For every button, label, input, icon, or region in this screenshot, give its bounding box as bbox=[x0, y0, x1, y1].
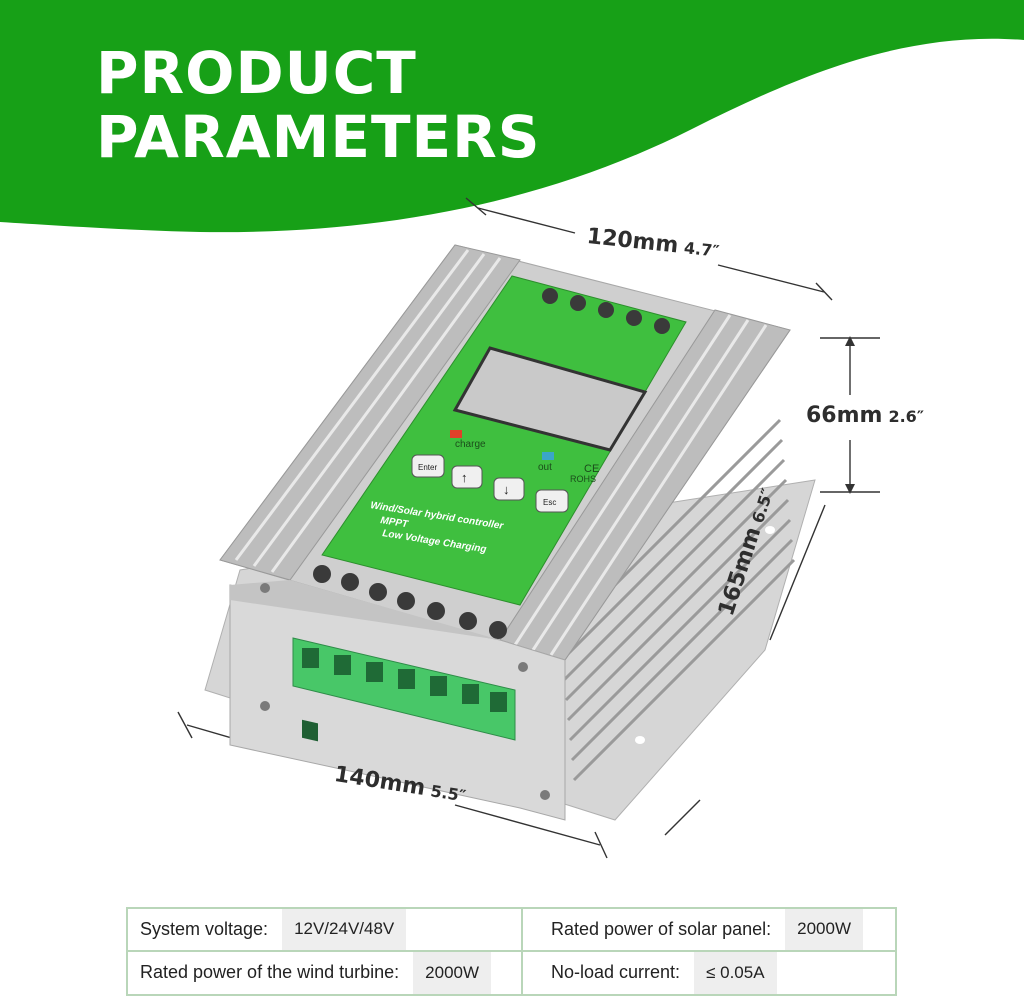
page-title-line-1: PRODUCT bbox=[96, 39, 417, 107]
up-button[interactable]: ↑ bbox=[451, 465, 483, 489]
enter-button[interactable]: Enter bbox=[411, 454, 445, 478]
spec-value: ≤ 0.05A bbox=[694, 951, 777, 994]
dimension-height-label: 66mm 2.6″ bbox=[806, 405, 924, 427]
label-rohs: ROHS bbox=[570, 474, 596, 484]
spec-value: 2000W bbox=[785, 909, 864, 950]
front-panel bbox=[321, 275, 687, 606]
spec-no-load-current: No-load current: ≤ 0.05A bbox=[523, 951, 895, 994]
dimension-lines bbox=[177, 197, 880, 859]
dimension-height-mm: 66mm bbox=[806, 403, 883, 428]
svg-text:Enter: Enter bbox=[418, 463, 437, 472]
svg-text:↑: ↑ bbox=[461, 470, 468, 485]
esc-button[interactable]: Esc bbox=[535, 489, 569, 513]
out-led bbox=[542, 452, 554, 460]
page-title-line-2: PARAMETERS bbox=[96, 103, 541, 171]
spec-value: 12V/24V/48V bbox=[282, 909, 407, 950]
dimension-length-inch: 5.5″ bbox=[429, 781, 468, 806]
spec-label: Rated power of the wind turbine: bbox=[140, 962, 400, 983]
spec-label: Rated power of solar panel: bbox=[551, 918, 772, 939]
panel-text-mppt: MPPT bbox=[380, 515, 410, 530]
svg-text:Esc: Esc bbox=[543, 498, 556, 507]
lcd-screen bbox=[452, 346, 648, 452]
dimension-height-inch: 2.6″ bbox=[888, 407, 924, 426]
svg-text:↓: ↓ bbox=[503, 482, 510, 497]
label-out: out bbox=[538, 462, 552, 473]
label-charge: charge bbox=[455, 439, 486, 450]
spec-label: No-load current: bbox=[551, 962, 681, 983]
down-button[interactable]: ↓ bbox=[493, 477, 525, 501]
dimension-width-inch: 4.7″ bbox=[683, 238, 721, 261]
spec-table: System voltage: 12V/24V/48V Rated power … bbox=[126, 907, 897, 996]
controller-illustration: charge out CE ROHS Enter ↑ ↓ Esc Wind/So… bbox=[177, 197, 880, 859]
spec-label: System voltage: bbox=[140, 918, 269, 939]
charge-led bbox=[450, 430, 462, 438]
banner-wave bbox=[0, 0, 1024, 233]
spec-system-voltage: System voltage: 12V/24V/48V bbox=[128, 909, 523, 952]
spec-wind-power: Rated power of the wind turbine: 2000W bbox=[128, 951, 523, 994]
terminal-block bbox=[292, 637, 516, 742]
spec-solar-power: Rated power of solar panel: 2000W bbox=[523, 909, 895, 952]
label-ce: CE bbox=[584, 463, 599, 475]
spec-value: 2000W bbox=[413, 951, 492, 994]
